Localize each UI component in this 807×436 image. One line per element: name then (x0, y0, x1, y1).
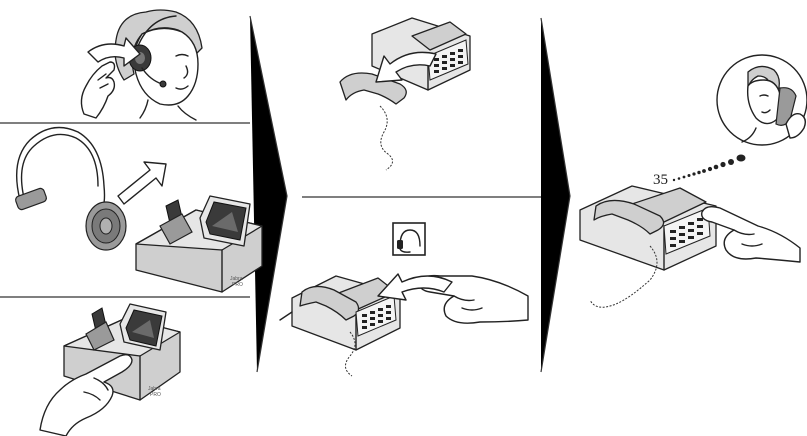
dial-prefix-text: 35 (653, 172, 668, 188)
step-put-on-headset (81, 10, 202, 120)
dial-dots (673, 155, 746, 182)
arrow-icon (118, 162, 166, 204)
arrow-icon (378, 274, 452, 300)
headset-icon (393, 223, 425, 255)
step-press-headset-key (280, 223, 528, 376)
base-model-label: PRO (232, 282, 243, 288)
step-touch-screen: Jabra PRO (40, 304, 180, 436)
separator-chevron-2 (541, 18, 570, 372)
step-dial-number: 35 (580, 55, 807, 307)
base-model-label-2: PRO (150, 392, 161, 398)
step-lift-handset (340, 18, 470, 170)
step-dock-headset: Jabra PRO (15, 128, 262, 293)
